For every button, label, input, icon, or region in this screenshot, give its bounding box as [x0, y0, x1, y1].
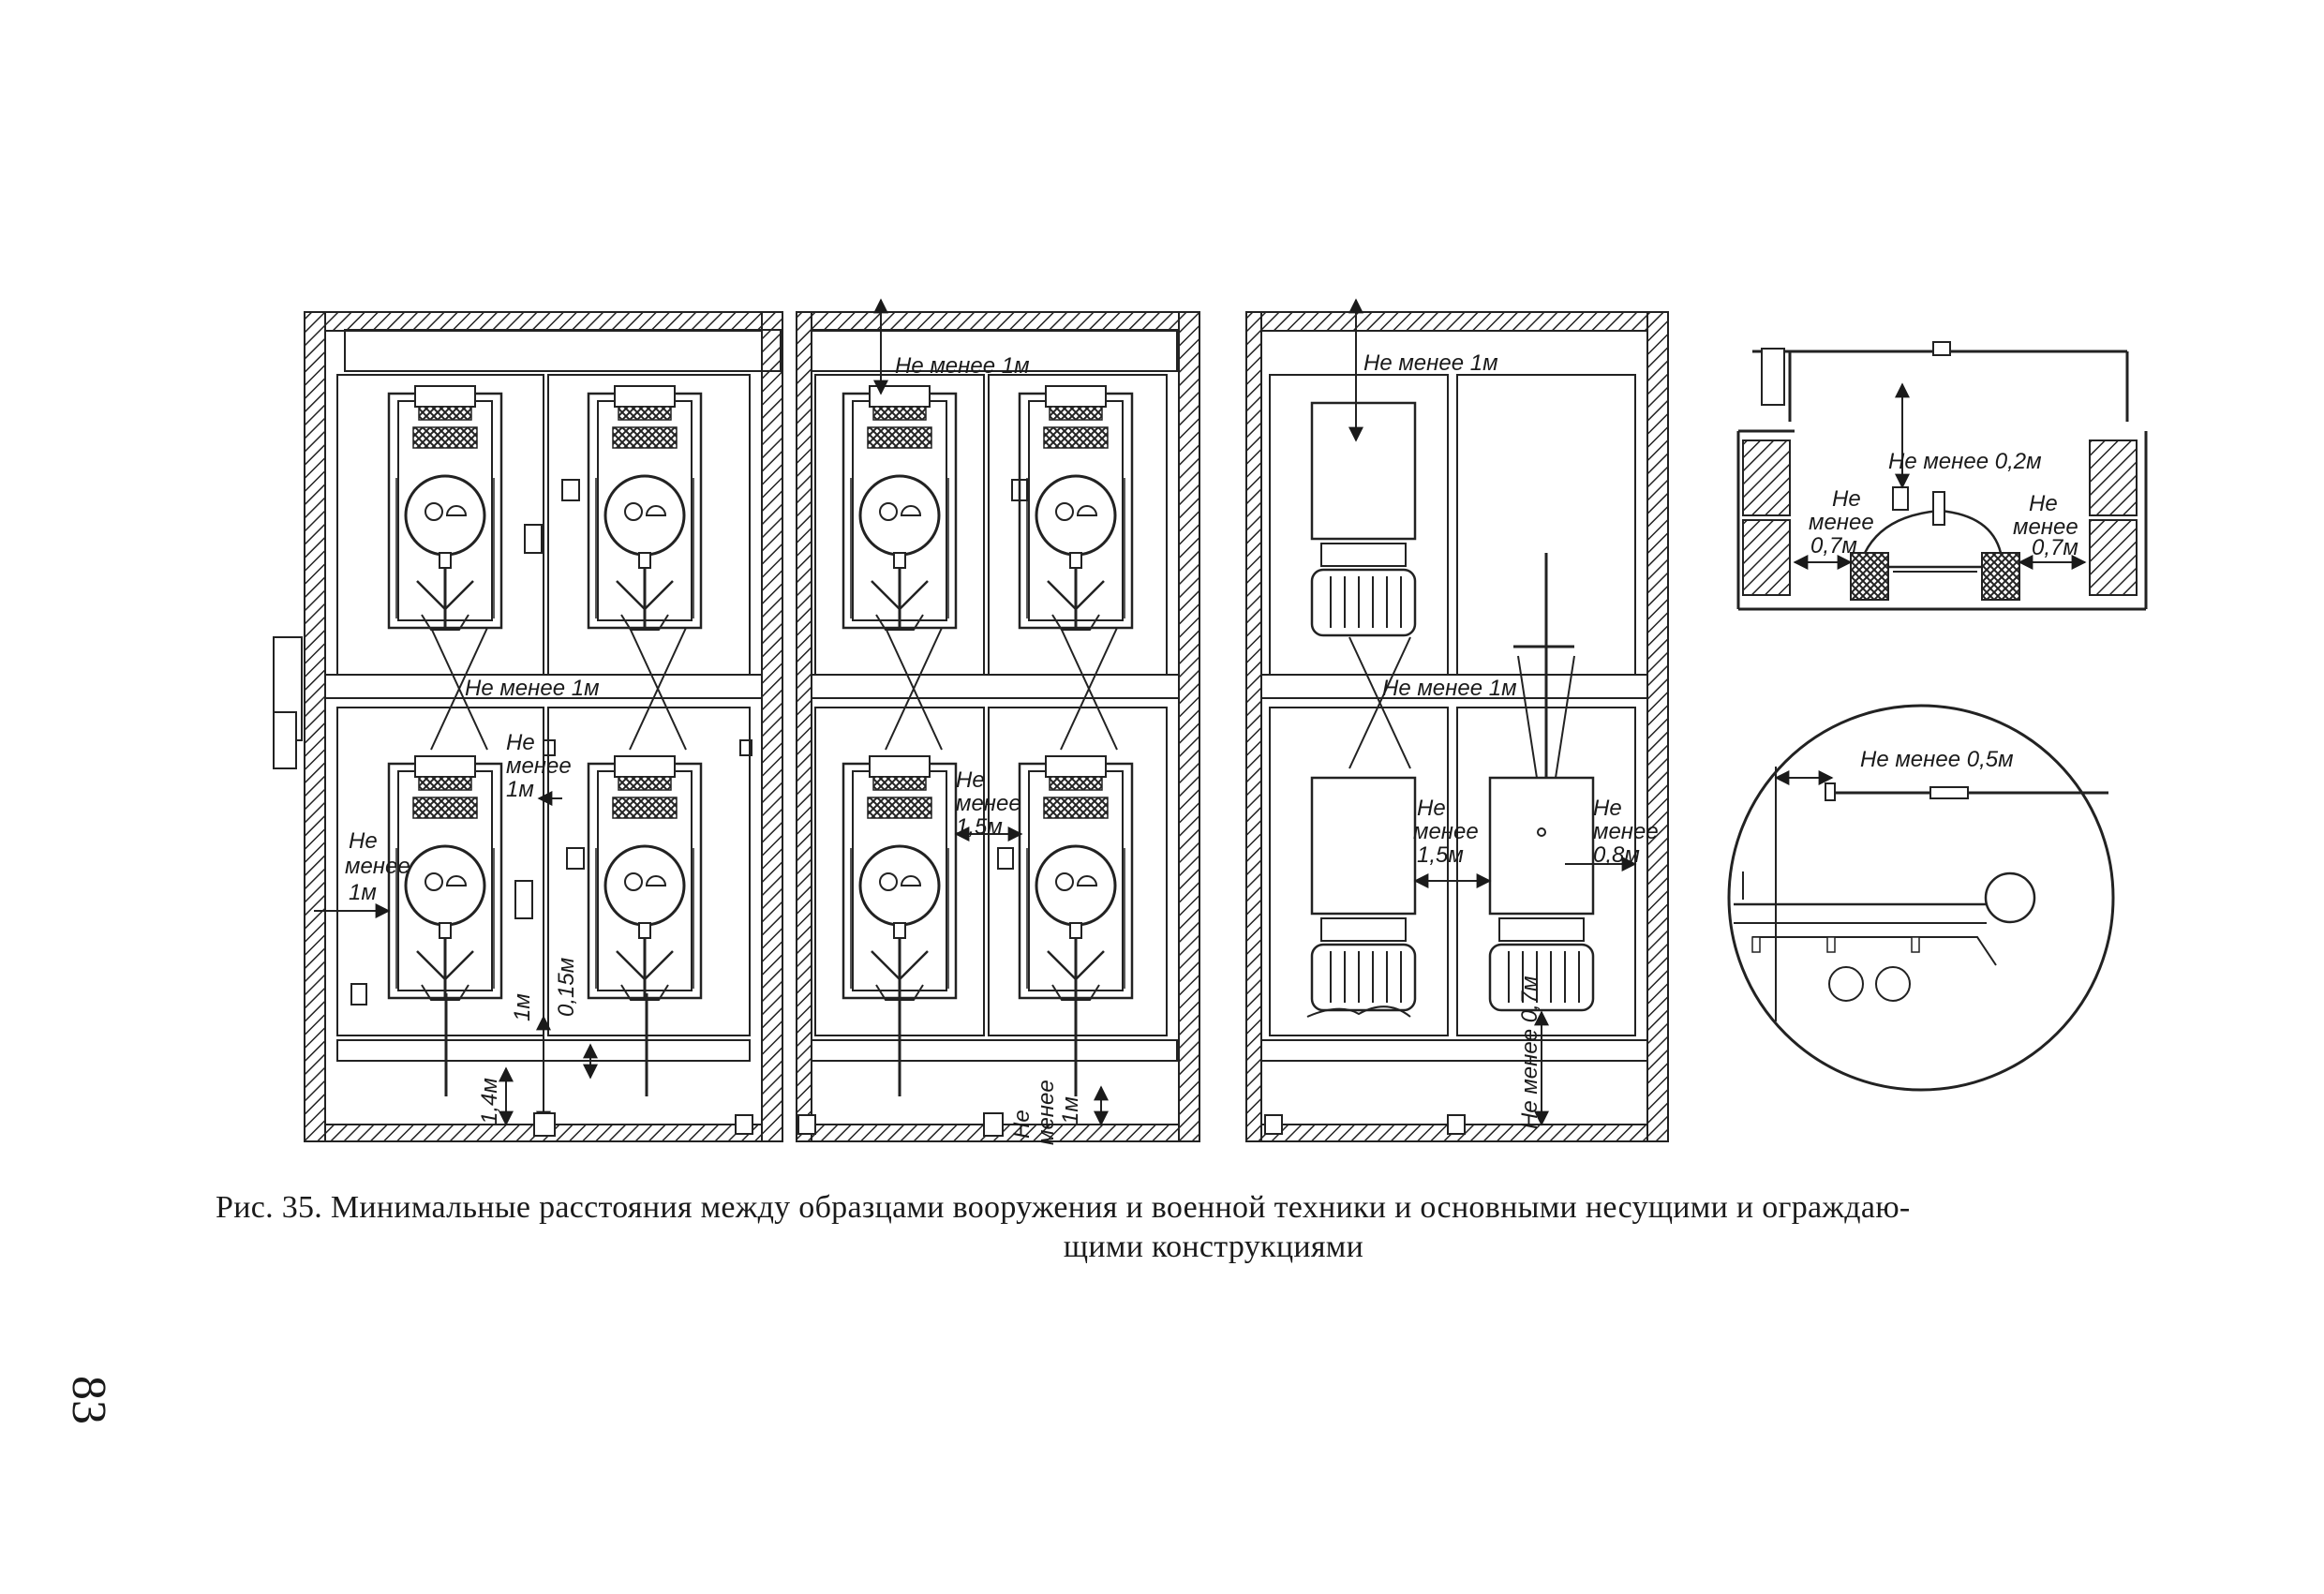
- panel-1-two-bays: [273, 311, 783, 1142]
- label-08m-right: 0,8м: [1593, 842, 1640, 868]
- label-not-less-05m: Не менее 0,5м: [1860, 747, 2014, 772]
- label-ne-left: Не: [349, 828, 378, 854]
- label-15m-truck: 1,5м: [1417, 842, 1464, 868]
- label-not-less-02m: Не менее 0,2м: [1888, 449, 2042, 474]
- figure-caption: Рис. 35. Минимальные расстояния между об…: [216, 1188, 2212, 1267]
- panel-3-truck-bays: [1245, 298, 1669, 1142]
- label-1m-mid1: 1м: [506, 777, 534, 802]
- label-ne-mid1: Не: [506, 730, 535, 755]
- label-menee-07-right: менее: [2013, 514, 2078, 540]
- label-not-less-1m-aisle-right: Не менее 1м: [1382, 676, 1517, 701]
- label-not-less-1m-aisle-left: Не менее 1м: [465, 676, 600, 701]
- page-number: 83: [62, 1376, 115, 1424]
- label-ne-right: Не: [1593, 796, 1622, 821]
- label-menee-07-left: менее: [1809, 510, 1874, 535]
- label-not-less-1m-top-mid: Не менее 1м: [895, 353, 1030, 379]
- label-menee-left: менее: [345, 854, 410, 879]
- label-1m-left: 1м: [349, 880, 377, 905]
- panel-4-front-view: [1736, 341, 2148, 611]
- label-not-less-07m-vert: Не менее 0,7м: [1517, 976, 1542, 1129]
- panel-5-detail-circle: [1727, 704, 2115, 1092]
- label-menee-mid2: менее: [956, 791, 1021, 816]
- label-menee-truck: менее: [1413, 819, 1479, 844]
- label-ne-07-right: Не: [2029, 491, 2058, 516]
- label-ne-vert: Не: [1009, 1110, 1035, 1139]
- label-1-4m: 1,4м: [477, 1078, 502, 1125]
- label-015m-vert: 0,15м: [554, 958, 579, 1017]
- dimension-labels: Не менее 1м Не менее 1м Не менее 1м Не м…: [345, 350, 2078, 1145]
- label-menee-mid1: менее: [506, 753, 572, 779]
- label-07m-right: 0,7м: [2032, 535, 2078, 560]
- label-1m-vert: 1м: [510, 993, 535, 1021]
- label-ne-mid2: Не: [956, 767, 985, 793]
- label-ne-truck: Не: [1417, 796, 1446, 821]
- label-menee-vert: менее: [1034, 1080, 1059, 1145]
- label-1m-vert-b: 1м: [1058, 1096, 1083, 1125]
- panel-2-two-bays: [796, 298, 1200, 1142]
- label-ne-07-left: Не: [1832, 486, 1861, 512]
- label-menee-right: менее: [1593, 819, 1659, 844]
- caption-line-2: щими конструкциями: [1063, 1229, 1364, 1264]
- caption-line-1: Рис. 35. Минимальные расстояния между об…: [216, 1190, 1911, 1225]
- label-07m-left: 0,7м: [1810, 533, 1857, 559]
- label-15m-mid2: 1,5м: [956, 814, 1003, 840]
- label-not-less-1m-top-right: Не менее 1м: [1363, 350, 1498, 376]
